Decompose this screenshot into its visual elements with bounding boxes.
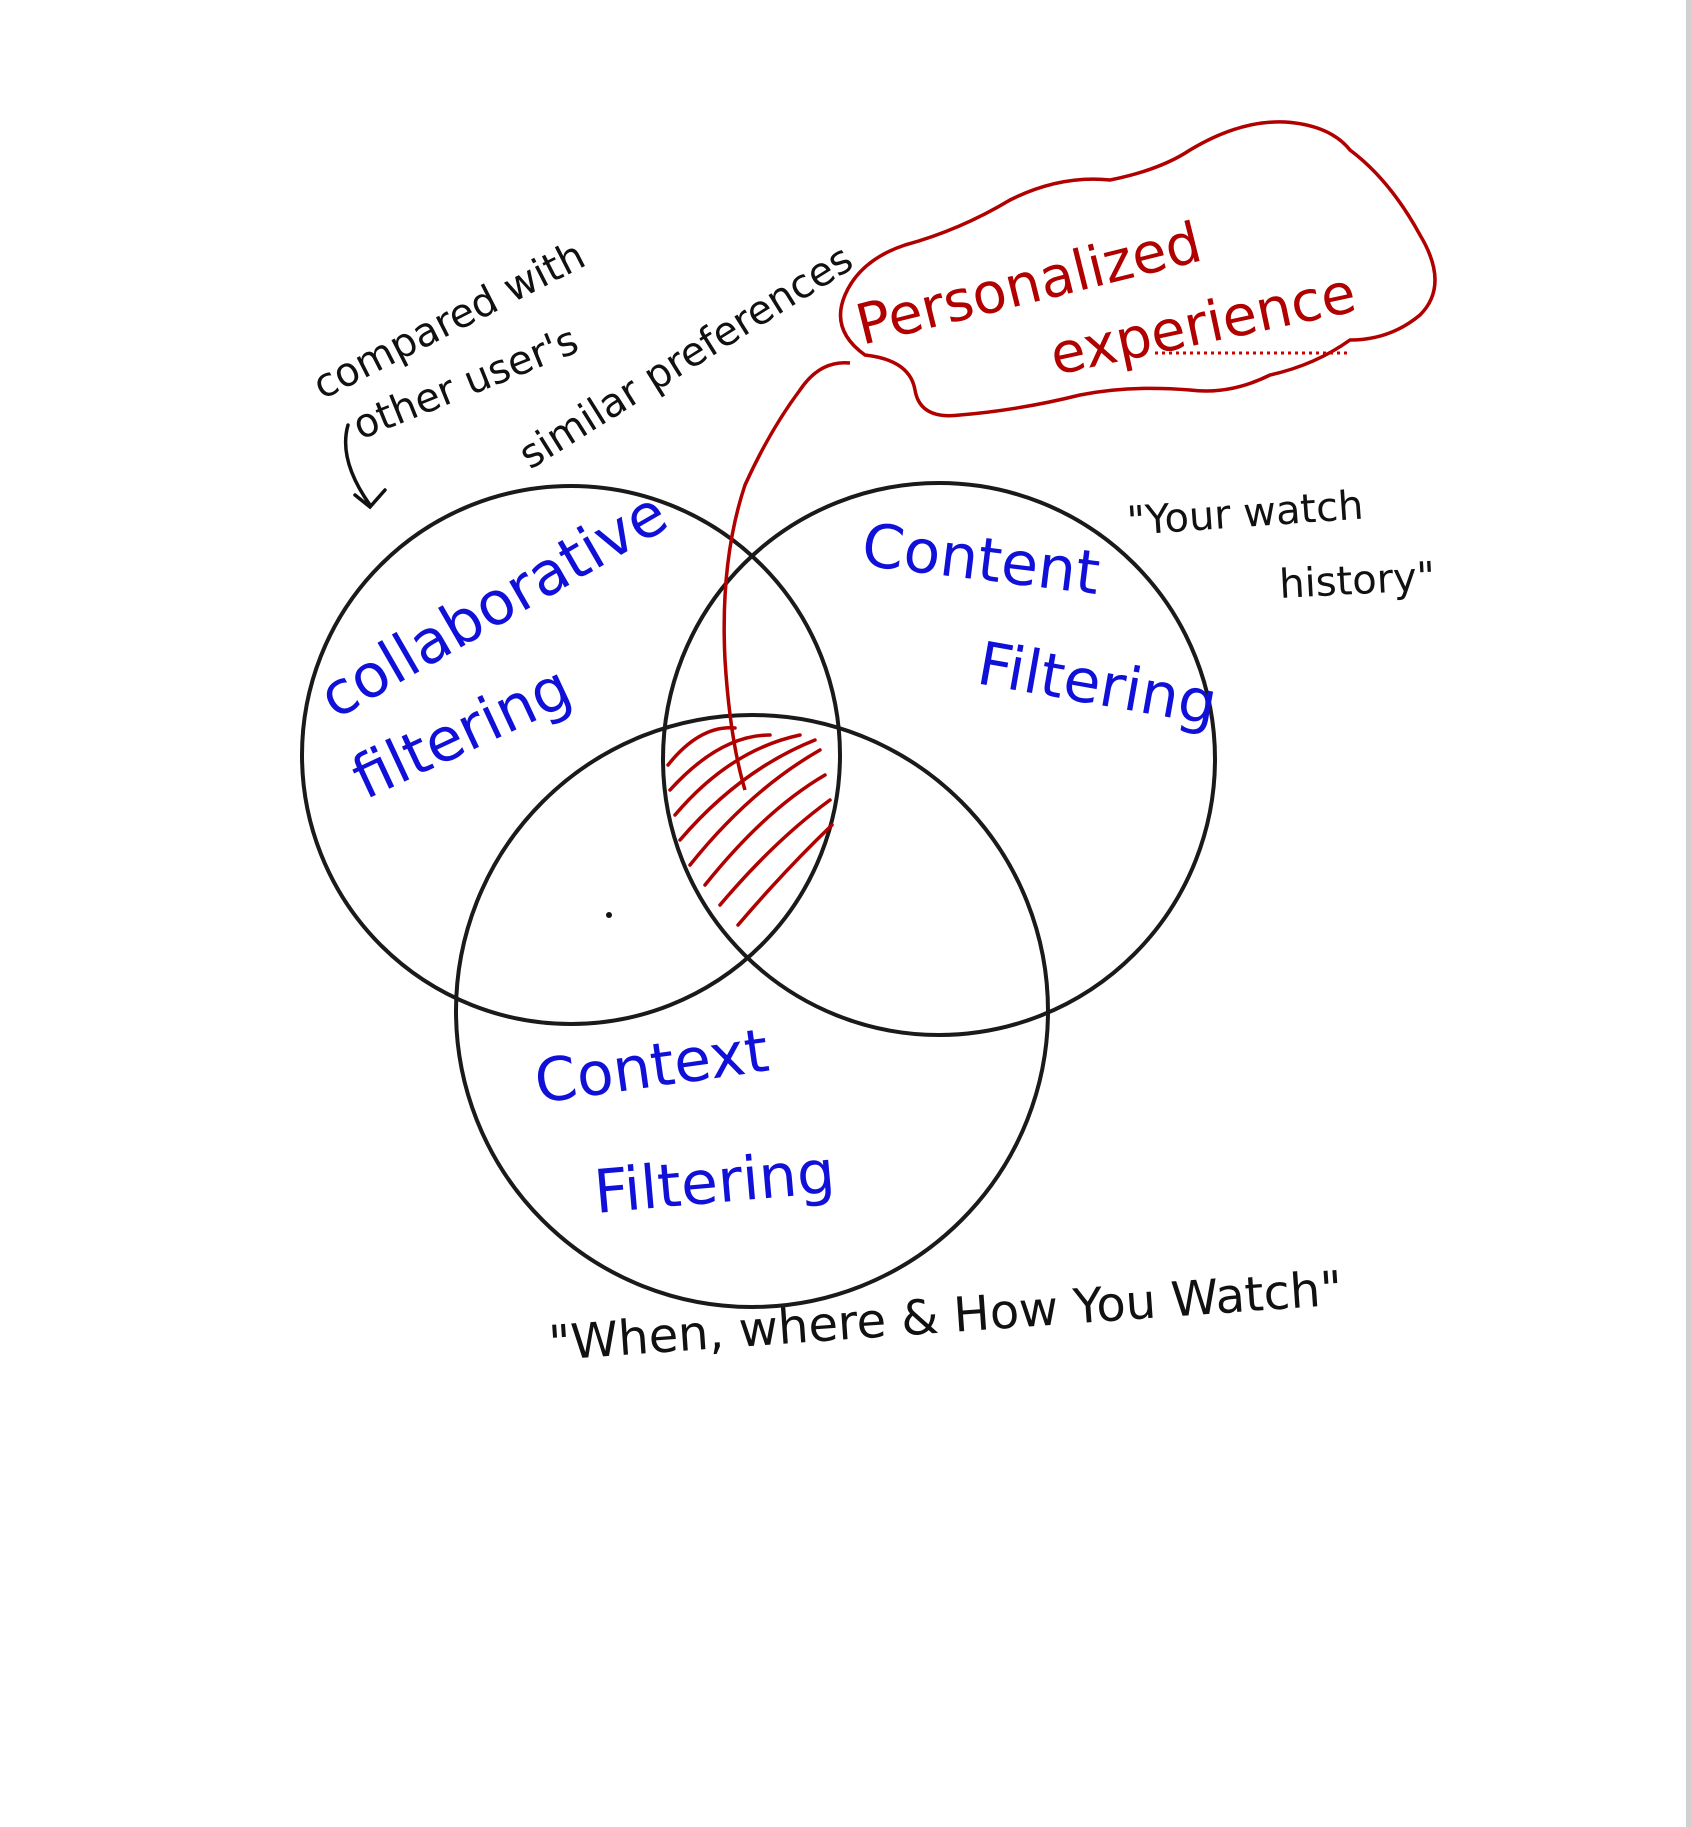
content-note-line1: "Your watch <box>1125 483 1364 545</box>
collaborative-circle <box>300 484 842 1026</box>
intersection-hatch <box>666 726 834 927</box>
context-circle <box>454 713 1050 1309</box>
context-label-line1: Context <box>530 1016 773 1118</box>
context-label-line2: Filtering <box>591 1137 838 1228</box>
content-note-line2: history" <box>1278 554 1436 608</box>
content-label-line2: Filtering <box>972 629 1222 740</box>
content-label-line1: Content <box>858 510 1103 609</box>
arrow-icon <box>343 423 387 510</box>
callout-pointer <box>722 361 851 791</box>
context-note: "When, where & How You Watch" <box>547 1261 1344 1372</box>
callout-cloud <box>838 120 1437 418</box>
content-circle <box>661 481 1217 1037</box>
dot <box>606 912 612 918</box>
